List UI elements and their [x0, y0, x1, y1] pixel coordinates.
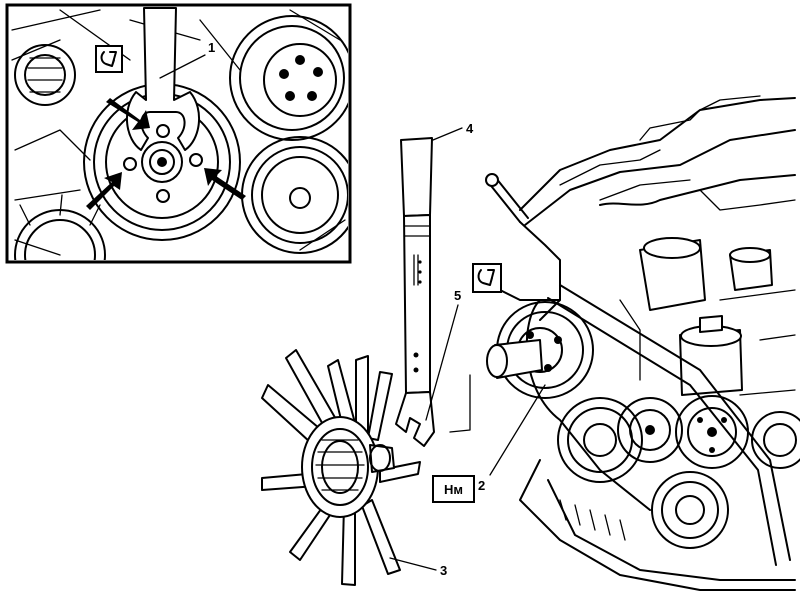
inset-arrow-upper-left — [106, 98, 150, 130]
inset-fan-edge — [14, 194, 106, 260]
engine-pulley-lower-mid — [617, 397, 683, 463]
viscous-fan — [261, 349, 421, 586]
open-end-wrench — [395, 137, 435, 447]
callout-2: 2 — [478, 478, 485, 493]
detail-inset: 1 — [5, 3, 352, 264]
inset-holding-tool — [125, 7, 201, 151]
engine-pulley-lower-right — [675, 395, 749, 469]
inset-pulley-lower-right — [241, 136, 348, 254]
torque-symbol: Нм — [432, 475, 475, 503]
engine-block — [485, 95, 800, 591]
callout-3: 3 — [440, 563, 447, 578]
inset-arrow-lower-left — [86, 172, 122, 210]
torque-label: Нм — [444, 482, 463, 497]
callout-5: 5 — [454, 288, 461, 303]
inset-arrow-right — [204, 168, 246, 200]
callout-1: 1 — [208, 40, 215, 55]
engine-pulley-main — [486, 301, 594, 399]
wrench-tool-icon — [472, 263, 502, 293]
engine-pulley-far-right — [751, 411, 800, 469]
wrench-tool-icon — [95, 45, 123, 73]
inset-pulley-upper-right — [229, 15, 348, 141]
callout-4: 4 — [466, 121, 474, 136]
inset-idler-bearing — [14, 44, 76, 106]
engine-crank-pulley — [651, 471, 729, 549]
